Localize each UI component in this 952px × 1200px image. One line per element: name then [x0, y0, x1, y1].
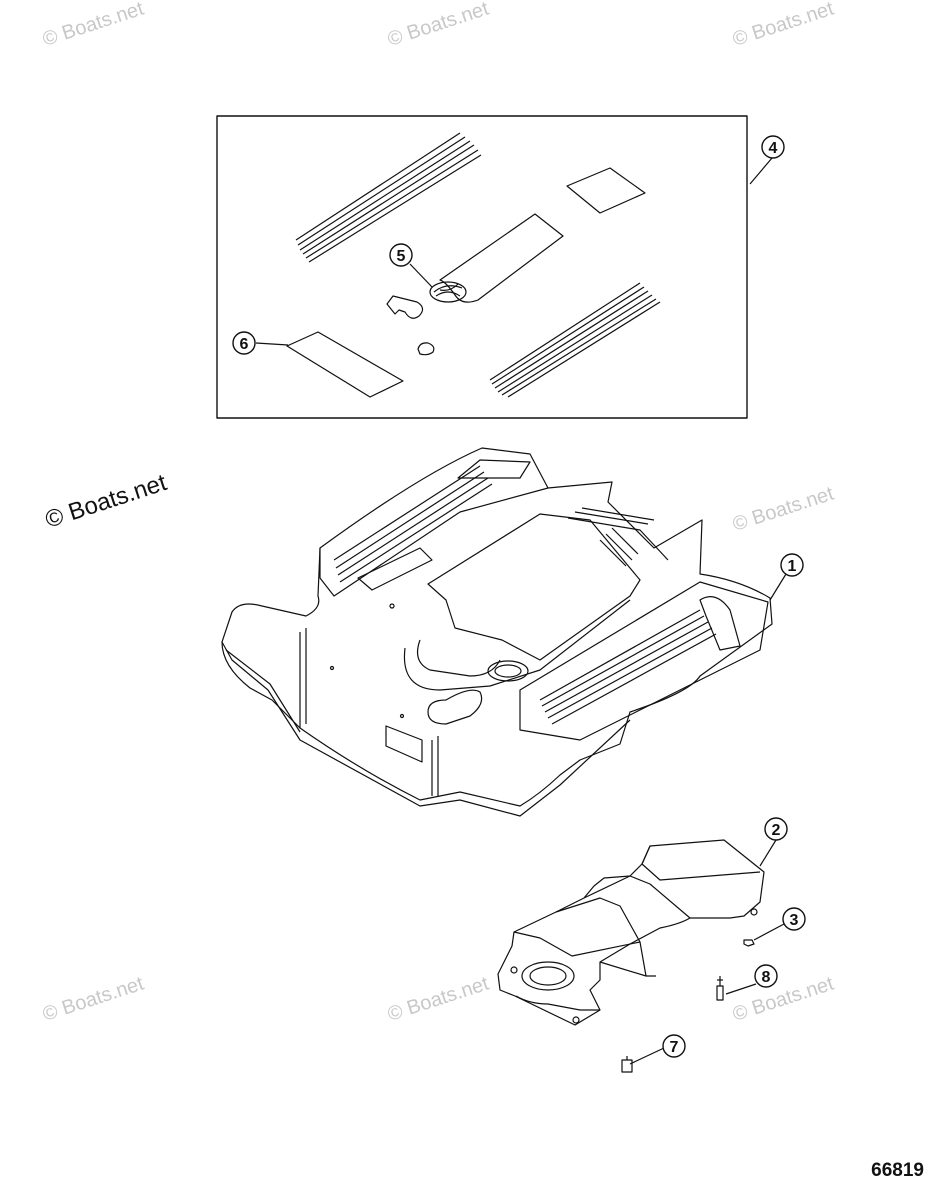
callout-label-7: 7: [670, 1039, 679, 1056]
decal-kit-frame: [216, 115, 748, 419]
leader-3: [753, 923, 785, 941]
diagram-reference-number: 66819: [871, 1160, 924, 1181]
panel-decal-center: [439, 213, 564, 303]
callout-circle-3: [782, 907, 806, 931]
callout-label-8: 8: [762, 969, 771, 986]
panel-decal-small: [566, 167, 646, 214]
leader-5: [409, 263, 433, 288]
leader-6: [255, 342, 289, 346]
callout-circle-1: [780, 553, 804, 577]
callout-circle-4: [761, 135, 785, 159]
leader-2: [759, 839, 777, 867]
callout-label-3: 3: [790, 912, 799, 929]
callout-circle-7: [662, 1034, 686, 1058]
under-cover: [497, 839, 765, 1026]
round-decal: [417, 342, 435, 356]
stripe-decal-lower: [489, 282, 661, 398]
rect-decal-large: [286, 331, 404, 398]
callout-circle-5: [389, 243, 413, 267]
stripe-decal-upper: [295, 132, 482, 263]
callout-label-6: 6: [240, 336, 249, 353]
callout-label-2: 2: [772, 822, 781, 839]
callout-circle-8: [754, 964, 778, 988]
leader-7: [629, 1047, 665, 1065]
emblem-decal: [429, 281, 467, 303]
leader-8: [725, 983, 757, 995]
callout-label-5: 5: [397, 248, 406, 265]
callout-label-1: 1: [788, 558, 797, 575]
screw-part-3: [743, 939, 755, 947]
stud-part-8: [716, 976, 724, 1001]
callout-circle-6: [232, 331, 256, 355]
engine-cover: [221, 447, 773, 817]
leader-1: [769, 573, 787, 601]
callout-label-4: 4: [769, 140, 778, 157]
leader-4: [749, 157, 773, 185]
tab-decal: [386, 295, 424, 319]
callout-circle-2: [764, 817, 788, 841]
fastener-part-7: [621, 1056, 633, 1073]
